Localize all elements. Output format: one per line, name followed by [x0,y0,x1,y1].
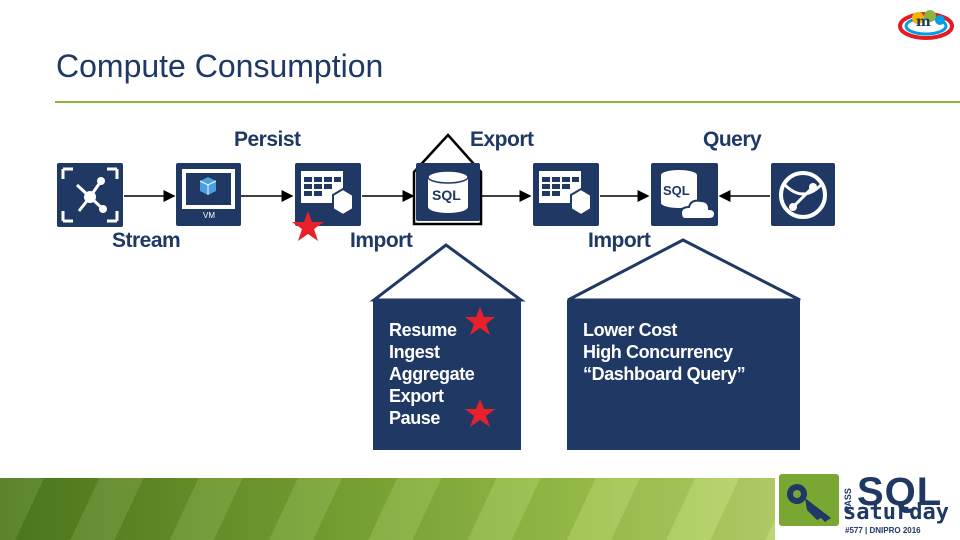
analysis-services-icon [771,163,835,226]
footer-pattern [0,478,775,540]
callout-right-box [567,300,800,450]
data-warehouse-2-icon [533,163,599,226]
panel-right-line-concurrency: High Concurrency [583,342,733,362]
panel-left-line-export: Export [389,386,444,406]
flow-arrows [124,133,770,226]
label-import-left: Import [350,229,413,252]
label-import-right: Import [588,229,651,252]
key-logo-icon [779,474,839,526]
export-highlight-outline [412,133,483,226]
stream-analytics-icon [57,163,123,227]
panel-right-text: Lower Cost High Concurrency “Dashboard Q… [583,319,746,385]
label-stream: Stream [112,229,181,252]
event-label: #577 | DNIPRO 2016 [845,526,921,535]
data-warehouse-icon [295,163,361,226]
title-divider [55,101,960,103]
panel-right-line-dashboard: “Dashboard Query” [583,364,746,384]
callout-right-pointer [567,238,801,302]
sql-database-icon: SQL [416,163,480,221]
panel-left-line-pause: Pause [389,408,441,428]
panel-right-line-cost: Lower Cost [583,320,678,340]
sql-cloud-database-icon: SQL [651,163,718,226]
star-resume-icon [465,307,495,335]
panel-left-line-ingest: Ingest [389,342,440,362]
panel-left-line-aggregate: Aggregate [389,364,475,384]
saturday-wordmark: saturday [843,500,949,525]
star-persist-icon [292,211,324,241]
label-export: Export [470,128,534,151]
sql-wordmark: SQL [857,470,943,514]
virtual-machine-icon: VM [176,163,241,226]
callout-panels [369,238,801,450]
panel-left-text: Resume Ingest Aggregate Export Pause [389,319,475,429]
callout-left-box [373,300,521,450]
panel-left-line-resume: Resume [389,320,457,340]
vm-caption: VM [203,211,215,220]
sql-saturday-logo: PASS SQL saturday #577 | DNIPRO 2016 [775,470,960,540]
sql-left-caption: SQL [432,187,461,203]
footer-band [0,478,775,540]
callout-left-pointer [369,243,526,302]
star-pause-icon [465,399,495,427]
slide-title: Compute Consumption [56,48,384,84]
sql-right-caption: SQL [663,183,690,198]
conference-logo-icon: m [898,10,954,40]
label-persist: Persist [234,128,301,151]
svg-text:m: m [916,14,931,30]
label-query: Query [703,128,762,151]
